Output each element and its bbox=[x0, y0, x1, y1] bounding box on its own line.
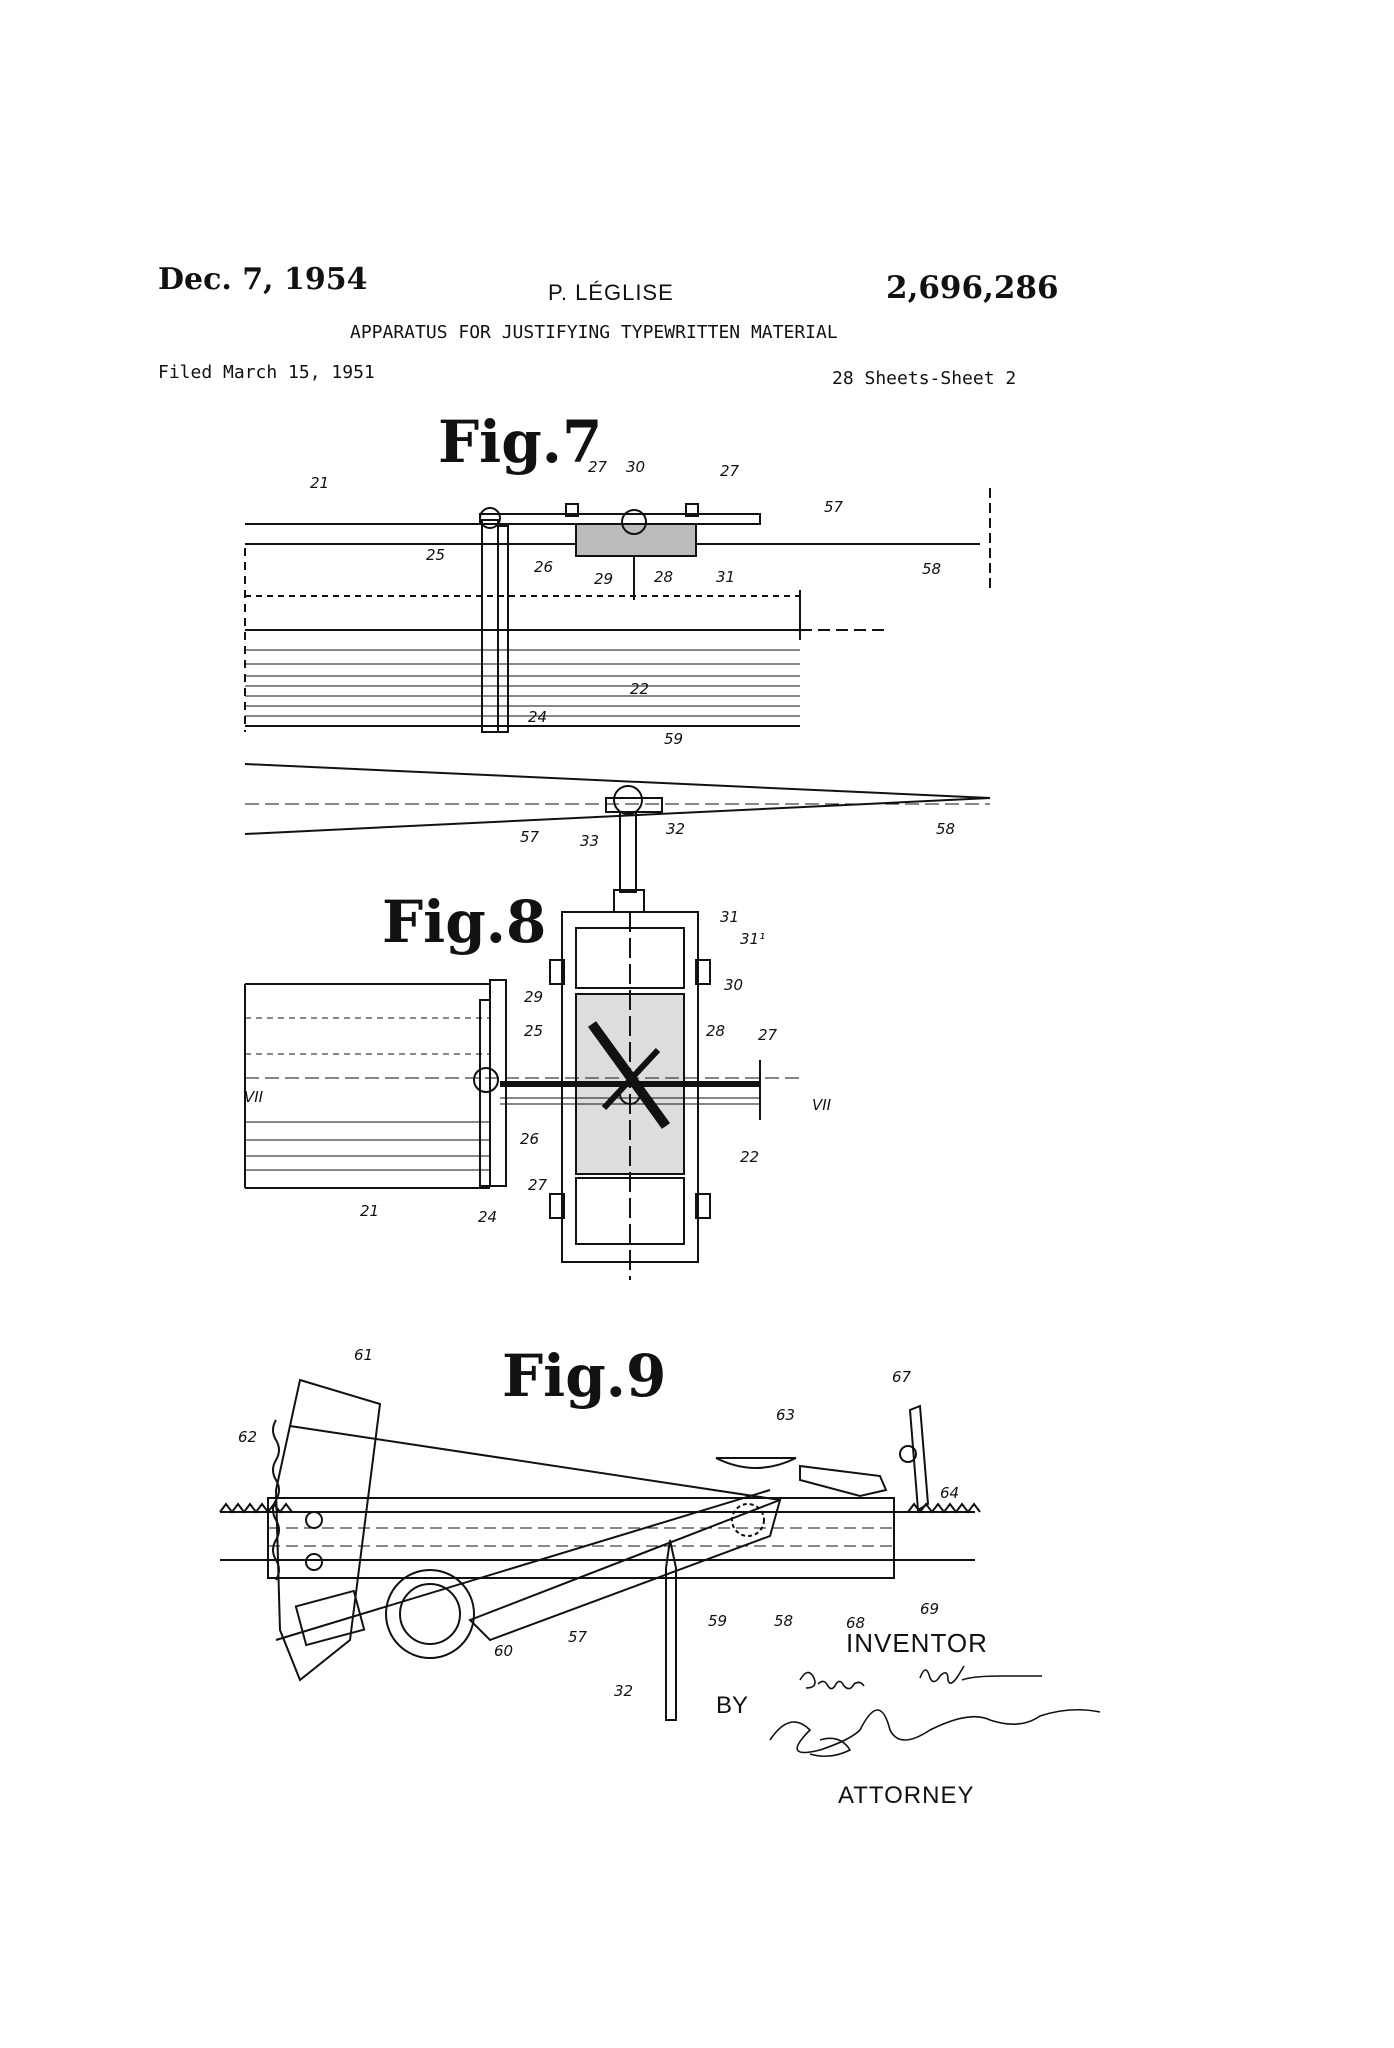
patent-title: APPARATUS FOR JUSTIFYING TYPEWRITTEN MAT… bbox=[350, 322, 838, 343]
ref-VII-right-fig8: VII bbox=[812, 1096, 832, 1114]
inventor-name: P. LÉGLISE bbox=[548, 280, 674, 305]
ref-61-fig9: 61 bbox=[354, 1346, 373, 1364]
ref-68-fig9: 68 bbox=[846, 1614, 865, 1632]
ref-60-fig9: 60 bbox=[494, 1642, 513, 1660]
ref-24-fig7: 24 bbox=[528, 708, 547, 726]
fig8-drawing bbox=[244, 763, 991, 1280]
ref-62-fig9: 62 bbox=[238, 1428, 257, 1446]
ref-25-fig7: 25 bbox=[426, 546, 445, 564]
ref-64-fig9: 64 bbox=[940, 1484, 959, 1502]
fig9-drawing bbox=[219, 1378, 981, 1721]
ref-21-fig7: 21 bbox=[310, 474, 329, 492]
ref-26-fig8: 26 bbox=[520, 1130, 539, 1148]
ref-28-fig8: 28 bbox=[706, 1022, 725, 1040]
ref-27-fig8: 27 bbox=[758, 1026, 778, 1044]
ref-VII-left-fig8: VII bbox=[244, 1088, 264, 1106]
ref-57-fig7: 57 bbox=[824, 498, 844, 516]
ref-29-fig7: 29 bbox=[594, 570, 613, 588]
ref-31-fig7: 31 bbox=[716, 568, 735, 586]
ref-22-fig7: 22 bbox=[630, 680, 649, 698]
ref-30-fig7: 30 bbox=[626, 458, 645, 476]
patent-number: 2,696,286 bbox=[886, 270, 1059, 306]
ref-27a-fig7: 27 bbox=[588, 458, 608, 476]
ref-28-fig7: 28 bbox=[654, 568, 673, 586]
ref-59-fig9: 59 bbox=[708, 1612, 727, 1630]
ref-31-fig8: 31 bbox=[720, 908, 739, 926]
ref-30-fig8: 30 bbox=[724, 976, 743, 994]
ref-57-fig9: 57 bbox=[568, 1628, 588, 1646]
ref-59-fig8: 59 bbox=[664, 730, 683, 748]
ref-32-fig8: 32 bbox=[666, 820, 685, 838]
filed-date: Filed March 15, 1951 bbox=[158, 362, 375, 383]
ref-31-prime-fig8: 31¹ bbox=[740, 930, 765, 948]
ref-27b-fig8: 27 bbox=[528, 1176, 548, 1194]
patent-date: Dec. 7, 1954 bbox=[158, 262, 368, 297]
ref-24-fig8: 24 bbox=[478, 1208, 497, 1226]
attorney-label: ATTORNEY bbox=[838, 1782, 975, 1809]
fig8-label: Fig.8 bbox=[382, 888, 547, 956]
by-label: BY bbox=[716, 1692, 749, 1719]
fig7-label: Fig.7 bbox=[438, 408, 603, 476]
ref-29-fig8: 29 bbox=[524, 988, 543, 1006]
ref-25-fig8: 25 bbox=[524, 1022, 543, 1040]
ref-58-fig7: 58 bbox=[922, 560, 941, 578]
ref-58-fig8: 58 bbox=[936, 820, 955, 838]
ref-67-fig9: 67 bbox=[892, 1368, 912, 1386]
ref-58-fig9: 58 bbox=[774, 1612, 793, 1630]
ref-69-fig9: 69 bbox=[920, 1600, 939, 1618]
ref-22-fig8: 22 bbox=[740, 1148, 759, 1166]
ref-27b-fig7: 27 bbox=[720, 462, 740, 480]
ref-57-fig8: 57 bbox=[520, 828, 540, 846]
ref-33-fig8: 33 bbox=[580, 832, 599, 850]
fig9-label: Fig.9 bbox=[502, 1342, 667, 1410]
ref-32-fig9: 32 bbox=[614, 1682, 633, 1700]
fig7-drawing bbox=[244, 488, 991, 733]
sheet-count: 28 Sheets-Sheet 2 bbox=[832, 368, 1017, 389]
inventor-label: INVENTOR bbox=[846, 1628, 988, 1658]
ref-26-fig7: 26 bbox=[534, 558, 553, 576]
ref-21-fig8: 21 bbox=[360, 1202, 379, 1220]
ref-63-fig9: 63 bbox=[776, 1406, 795, 1424]
